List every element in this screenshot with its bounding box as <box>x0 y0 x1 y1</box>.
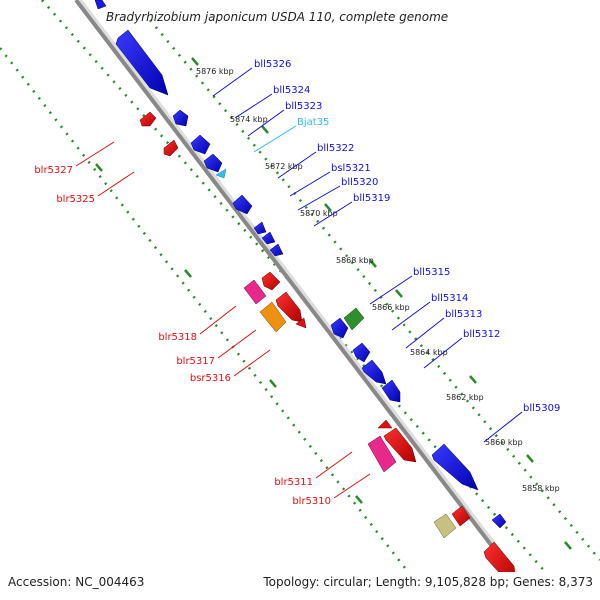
minus-strand-genes <box>139 111 531 595</box>
label-bll5322[interactable]: bll5322 <box>317 143 354 154</box>
outer-right-rail <box>149 19 600 561</box>
accession-label: Accession: NC_004463 <box>8 575 144 589</box>
gene-bll5320[interactable] <box>232 194 253 215</box>
inner-right-rail <box>41 0 571 600</box>
left-gene-labels: blr5327 blr5325 blr5318 blr5317 bsr5316 … <box>34 165 331 507</box>
kbp-label-5862: 5862 kbp <box>446 393 484 402</box>
label-bll5312[interactable]: bll5312 <box>463 329 500 340</box>
left-leaders <box>75 141 371 499</box>
gene-bll5319a[interactable] <box>253 221 267 235</box>
gene-blr5311[interactable] <box>383 427 417 463</box>
gene-bll5315[interactable] <box>330 317 349 339</box>
scale-labels: 5876 kbp 5874 kbp 5872 kbp 5870 kbp 5868… <box>196 67 560 493</box>
label-bsr5316[interactable]: bsr5316 <box>190 373 231 384</box>
right-gene-labels: bll5326 bll5324 bll5323 Bjat35 bll5322 b… <box>254 59 560 414</box>
gene-bll5312a[interactable] <box>361 359 387 385</box>
label-blr5310[interactable]: blr5310 <box>292 496 331 507</box>
gene-blr5310[interactable] <box>367 435 397 473</box>
kbp-label-5858: 5858 kbp <box>522 484 560 493</box>
gene-lower-khaki[interactable] <box>433 513 457 539</box>
label-bll5315[interactable]: bll5315 <box>413 267 450 278</box>
plus-strand-genes <box>94 0 507 529</box>
right-leaders <box>212 67 523 443</box>
label-blr5325[interactable]: blr5325 <box>56 194 95 205</box>
major-ticks <box>95 57 572 550</box>
gene-bsr5316[interactable] <box>259 301 287 333</box>
gene-bll5319b[interactable] <box>261 231 276 245</box>
kbp-label-5874: 5874 kbp <box>230 115 268 124</box>
gene-bll5322[interactable] <box>203 153 223 173</box>
gene-bll5324[interactable] <box>172 109 189 127</box>
gene-lower-red1[interactable] <box>451 505 471 527</box>
organism-name: Bradyrhizobium japonicum <box>106 10 267 24</box>
label-bsl5321[interactable]: bsl5321 <box>331 163 371 174</box>
gene-blr5311-tip[interactable] <box>377 419 393 429</box>
strain-description: USDA 110, complete genome <box>267 10 448 24</box>
gene-blr5318-upper[interactable] <box>261 271 281 291</box>
inner-left-rail <box>0 47 431 600</box>
label-blr5311[interactable]: blr5311 <box>274 477 313 488</box>
gene-bll5314[interactable] <box>343 307 365 331</box>
backbone <box>74 0 538 600</box>
genome-title: Bradyrhizobium japonicum USDA 110, compl… <box>106 10 448 24</box>
label-bll5314[interactable]: bll5314 <box>431 293 468 304</box>
gene-top[interactable] <box>94 0 107 10</box>
gene-bll5319c[interactable] <box>269 243 284 257</box>
kbp-label-5866: 5866 kbp <box>372 303 410 312</box>
label-blr5327[interactable]: blr5327 <box>34 165 73 176</box>
label-blr5318[interactable]: blr5318 <box>158 332 197 343</box>
gene-bll5323[interactable] <box>190 134 211 155</box>
kbp-label-5872: 5872 kbp <box>265 162 303 171</box>
gene-bll5313[interactable] <box>352 342 371 363</box>
gene-bjat35[interactable] <box>215 168 227 179</box>
label-bll5324[interactable]: bll5324 <box>273 85 310 96</box>
label-blr5317[interactable]: blr5317 <box>176 356 215 367</box>
kbp-label-5864: 5864 kbp <box>410 348 448 357</box>
label-bll5323[interactable]: bll5323 <box>285 101 322 112</box>
footer-background <box>0 572 600 600</box>
label-bll5319[interactable]: bll5319 <box>353 193 390 204</box>
gene-bll5309[interactable] <box>431 443 479 491</box>
kbp-label-5876: 5876 kbp <box>196 67 234 76</box>
gene-blr5327[interactable] <box>139 111 157 127</box>
label-bjat35[interactable]: Bjat35 <box>297 117 329 128</box>
kbp-label-5868: 5868 kbp <box>336 256 374 265</box>
gene-bll5312b[interactable] <box>381 379 401 403</box>
gene-blr5318[interactable] <box>243 279 267 305</box>
label-bll5309[interactable]: bll5309 <box>523 403 560 414</box>
kbp-label-5860: 5860 kbp <box>485 438 523 447</box>
topology-label: Topology: circular; Length: 9,105,828 bp… <box>262 575 593 589</box>
kbp-label-5870: 5870 kbp <box>300 209 338 218</box>
gene-small-lower[interactable] <box>491 513 507 529</box>
gene-blr5325[interactable] <box>163 139 179 157</box>
label-bll5326[interactable]: bll5326 <box>254 59 291 70</box>
gene-blr5317-tip[interactable] <box>295 317 307 329</box>
label-bll5320[interactable]: bll5320 <box>341 177 378 188</box>
label-bll5313[interactable]: bll5313 <box>445 309 482 320</box>
gene-bll5326[interactable] <box>115 29 169 96</box>
